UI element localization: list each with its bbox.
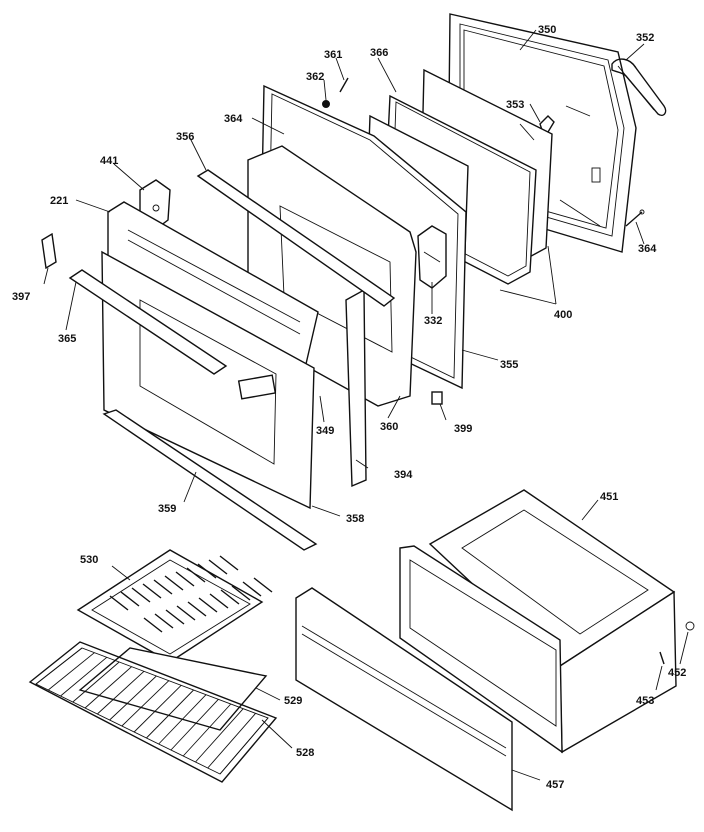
broil-pan-slot — [242, 581, 262, 597]
oven-rack-bar — [109, 675, 157, 721]
leader-lines — [43, 29, 689, 781]
oven-rack-bar — [35, 647, 83, 685]
broil-pan-slot — [208, 559, 228, 575]
part-399 — [431, 391, 443, 405]
broil-pan-slot — [142, 583, 162, 599]
broil-pan-slot — [120, 591, 140, 607]
broil-pan-slot — [231, 585, 251, 601]
broil-pan-slot — [209, 593, 229, 609]
part-356-channel — [196, 169, 396, 307]
callout-528: 528 — [296, 747, 314, 759]
part-451-drawer-body — [399, 489, 677, 754]
part-332-hinge — [417, 225, 447, 289]
callout-350: 350 — [538, 24, 556, 36]
callout-362: 362 — [306, 71, 324, 83]
part-221-panel — [107, 201, 319, 366]
callout-451: 451 — [600, 491, 618, 503]
callout-352: 352 — [636, 32, 654, 44]
oven-rack-bar — [195, 708, 244, 763]
callout-221: 221 — [50, 195, 68, 207]
broil-pan-slot — [197, 563, 217, 579]
part-528-oven-rack — [28, 641, 278, 783]
part-529-pan-bottom — [78, 647, 268, 731]
broil-pan-slot — [153, 579, 173, 595]
callout-355: 355 — [500, 359, 518, 371]
callout-453: 453 — [636, 695, 654, 707]
part-362-nut — [322, 100, 330, 108]
callout-397: 397 — [12, 291, 30, 303]
broil-pan-slot — [131, 587, 151, 603]
callout-399: 399 — [454, 423, 472, 435]
oven-rack-bar — [72, 661, 120, 703]
part-361-screw — [339, 77, 349, 93]
callout-353: 353 — [506, 99, 524, 111]
oven-rack-bar — [170, 699, 219, 751]
broil-pan-slot — [253, 577, 273, 593]
callout-361: 361 — [324, 49, 342, 61]
callout-360: 360 — [380, 421, 398, 433]
oven-rack-bar — [121, 680, 170, 727]
callout-labels: 350 352 361 366 362 353 364 356 441 221 … — [12, 24, 686, 791]
part-364-screw — [625, 209, 645, 227]
broil-pan-slot — [165, 609, 185, 625]
part-530-broil-pan — [76, 549, 273, 663]
callout-364-top: 364 — [224, 113, 243, 125]
callout-356: 356 — [176, 131, 194, 143]
oven-rack-bar — [60, 656, 108, 697]
callout-349: 349 — [316, 425, 334, 437]
part-453-clip — [659, 651, 665, 665]
broil-pan-slot — [143, 617, 163, 633]
broil-pan-slot — [175, 571, 195, 587]
oven-rack-bar — [47, 652, 95, 691]
oven-rack-bar — [219, 717, 269, 775]
oven-rack-bar — [182, 703, 232, 757]
callout-364-right: 364 — [638, 243, 657, 255]
broil-pan-slot — [186, 567, 206, 583]
oven-rack-bar — [158, 694, 207, 745]
callout-400: 400 — [554, 309, 572, 321]
callout-529: 529 — [284, 695, 302, 707]
broil-pan-slot — [154, 613, 174, 629]
oven-rack-bar — [207, 713, 256, 769]
callout-332: 332 — [424, 315, 442, 327]
oven-rack-bar — [146, 689, 194, 739]
callout-358: 358 — [346, 513, 364, 525]
callout-457: 457 — [546, 779, 564, 791]
callout-359: 359 — [158, 503, 176, 515]
callout-365: 365 — [58, 333, 76, 345]
broil-pan-slot — [219, 555, 239, 571]
part-352-handle — [611, 58, 667, 116]
oven-rack-bar — [97, 671, 145, 715]
part-365-handle-bar — [68, 269, 277, 400]
callout-441: 441 — [100, 155, 118, 167]
part-349-door-panel — [101, 250, 315, 510]
broil-pan-slot — [164, 575, 184, 591]
broil-pan-slot — [220, 589, 240, 605]
broil-pan-slot — [109, 595, 129, 611]
callout-394: 394 — [394, 469, 413, 481]
part-359-bottom-trim — [102, 409, 318, 551]
callout-366: 366 — [370, 47, 388, 59]
part-394-trim — [345, 288, 367, 488]
callout-452: 452 — [668, 667, 686, 679]
broil-pan-slot — [176, 605, 196, 621]
part-397 — [41, 232, 57, 270]
oven-rack-bar — [84, 666, 132, 709]
callout-530: 530 — [80, 554, 98, 566]
part-452-bumper — [685, 621, 695, 631]
broil-pan-slot — [187, 601, 207, 617]
oven-rack-bar — [133, 685, 182, 733]
part-457-drawer-front — [295, 587, 513, 812]
broil-pan-slot — [198, 597, 218, 613]
